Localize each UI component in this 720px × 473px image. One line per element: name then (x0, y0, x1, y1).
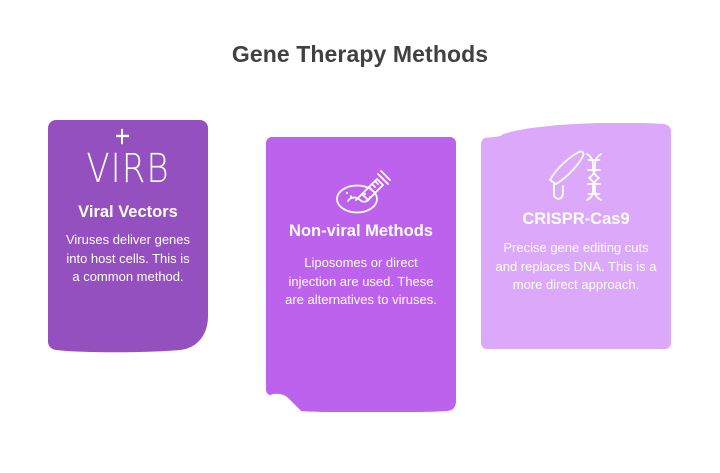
virb-wordmark-icon: VIRB (86, 128, 170, 200)
plus-icon (116, 128, 130, 145)
card-crispr-cas9-heading: CRISPR-Cas9 (522, 210, 630, 228)
card-viral-vectors-content: VIRB Viral Vectors Viruses deliver genes… (48, 120, 208, 286)
card-viral-vectors-shape (48, 120, 208, 353)
card-crispr-cas9-shape (481, 123, 671, 349)
card-non-viral-methods-content: Non-viral Methods Liposomes or direct in… (266, 137, 456, 309)
virb-wordmark-text: VIRB (86, 145, 170, 193)
syringe-petri-dish-icon (331, 157, 391, 219)
card-non-viral-methods-shape (266, 137, 456, 412)
card-crispr-cas9-content: CRISPR-Cas9 Precise gene editing cuts an… (481, 123, 671, 294)
card-viral-vectors-heading: Viral Vectors (78, 203, 178, 221)
card-crispr-cas9-body: Precise gene editing cuts and replaces D… (495, 240, 657, 293)
card-non-viral-methods-body: Liposomes or direct injection are used. … (285, 255, 437, 308)
card-viral-vectors[interactable]: VIRB Viral Vectors Viruses deliver genes… (48, 120, 208, 354)
page-title: Gene Therapy Methods (231, 41, 489, 67)
card-crispr-cas9[interactable]: CRISPR-Cas9 Precise gene editing cuts an… (481, 123, 671, 349)
card-non-viral-methods-heading: Non-viral Methods (289, 222, 433, 240)
card-non-viral-methods[interactable]: Non-viral Methods Liposomes or direct in… (266, 137, 456, 412)
card-viral-vectors-body: Viruses deliver genes into host cells. T… (65, 232, 191, 285)
scalpel-dna-icon (541, 145, 611, 207)
